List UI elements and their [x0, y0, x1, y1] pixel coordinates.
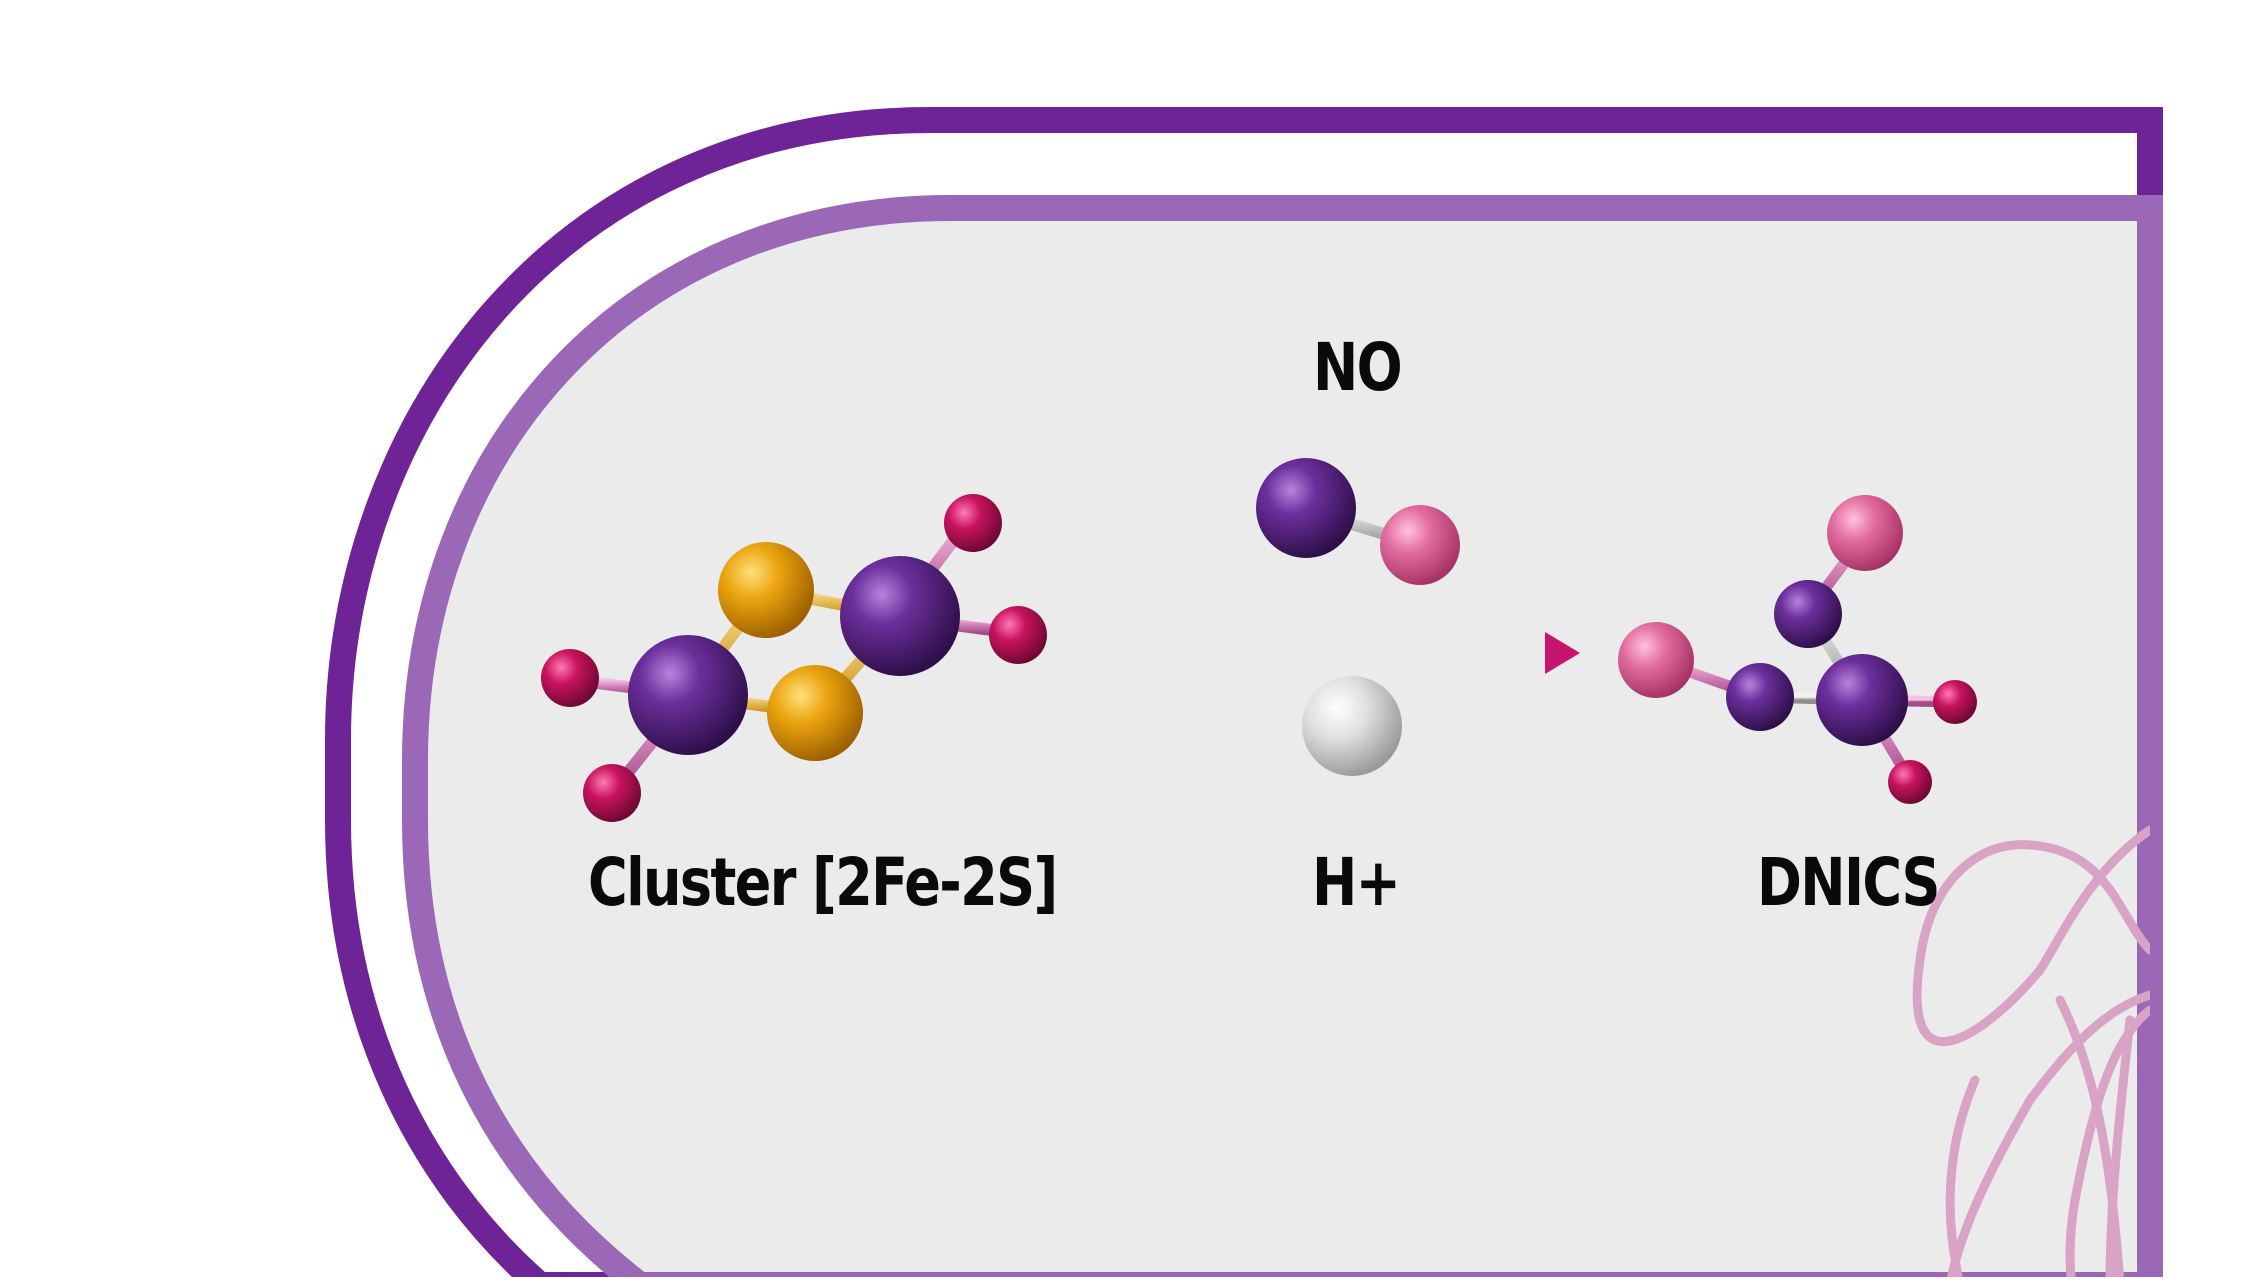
iron-atom: [840, 556, 960, 676]
dnics-molecule: [1618, 495, 1977, 804]
oxygen-atom: [1380, 505, 1460, 585]
cluster-label: Cluster [2Fe-2S]: [588, 844, 1058, 921]
dnics-label: DNICS: [1757, 844, 1940, 921]
iron-atom: [1774, 580, 1842, 648]
h-plus-label: H+: [1312, 844, 1401, 921]
flower-doodle: [1912, 825, 2150, 1282]
no-molecule: [1256, 458, 1460, 585]
nitrogen-atom: [1256, 458, 1356, 558]
iron-atom: [1816, 654, 1908, 746]
ligand-atom: [1933, 680, 1977, 724]
cluster-2fe-2s-molecule: [541, 494, 1047, 822]
nitrogen-atom: [1618, 622, 1694, 698]
nitrogen-atom: [1827, 495, 1903, 571]
ligand-atom: [989, 606, 1047, 664]
capsule-frame: [325, 107, 2163, 1282]
ligand-atom: [944, 494, 1002, 552]
no-label: NO: [1313, 329, 1403, 406]
iron-atom: [628, 635, 748, 755]
ligand-atom: [541, 649, 599, 707]
inner-frame: [402, 195, 2163, 1282]
sulfur-atom: [718, 542, 814, 638]
ligand-atom: [1888, 760, 1932, 804]
sulfur-atom: [767, 665, 863, 761]
ligand-atom: [583, 764, 641, 822]
arrow-head: [1545, 632, 1580, 674]
iron-atom: [1726, 663, 1794, 731]
hydrogen-ion: [1302, 676, 1402, 776]
